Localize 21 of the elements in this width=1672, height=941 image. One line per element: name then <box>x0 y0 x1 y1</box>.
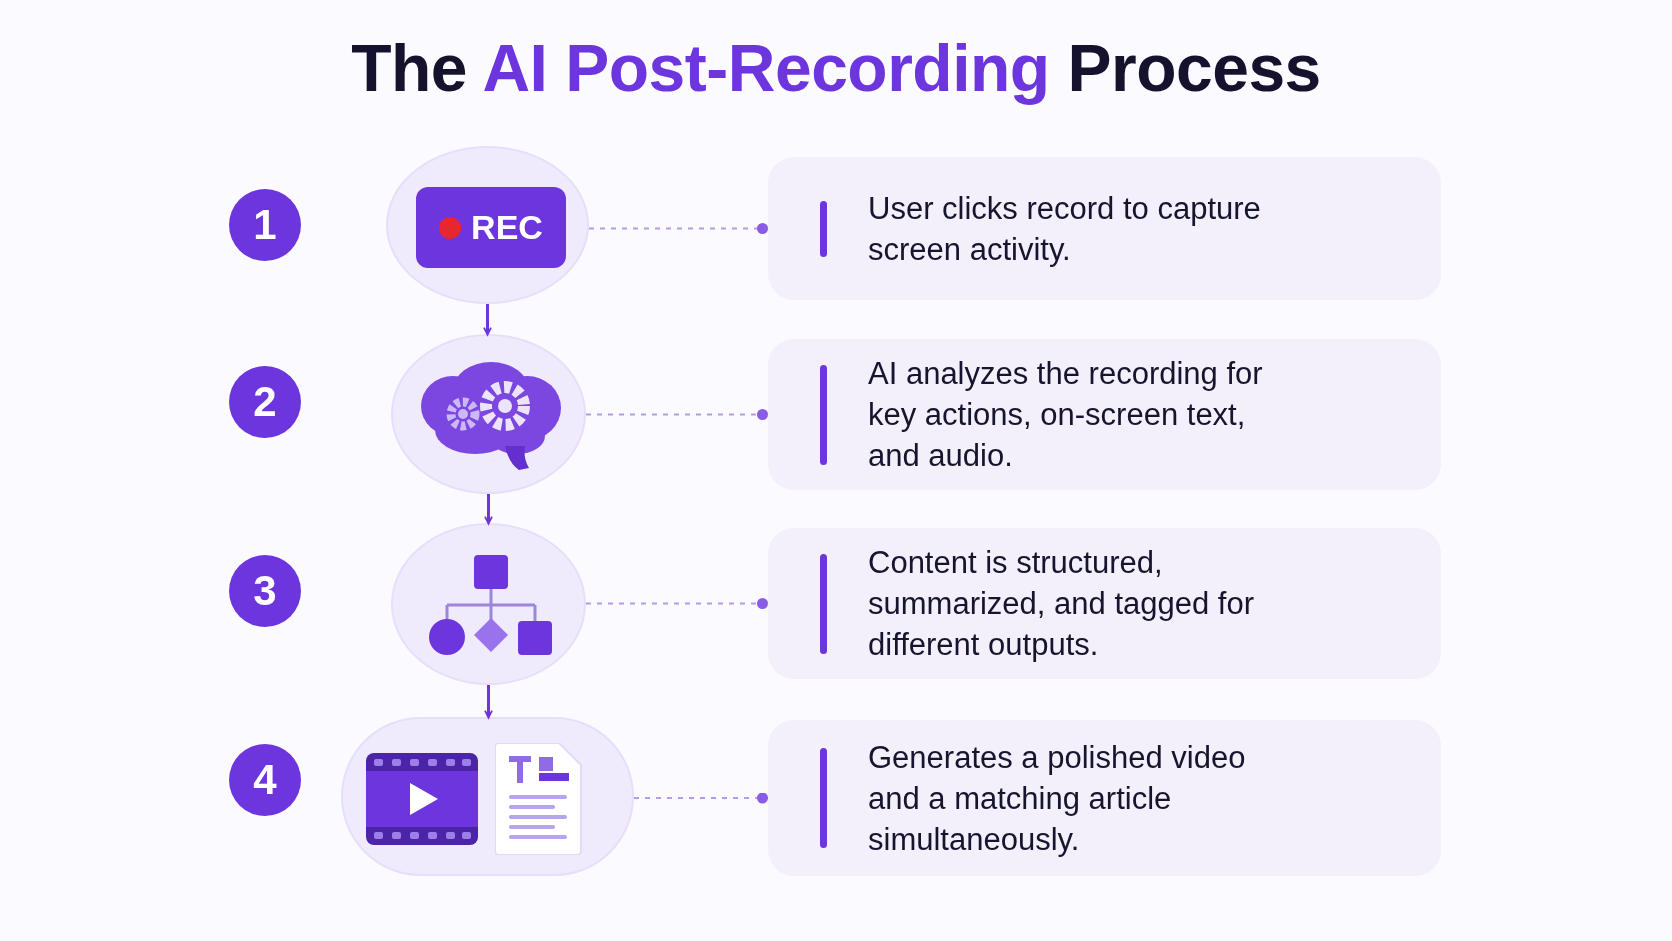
step-card <box>768 157 1441 300</box>
step-number: 4 <box>229 744 301 816</box>
dashed-connector <box>585 409 769 420</box>
step-number: 3 <box>229 555 301 627</box>
step-card <box>768 720 1441 876</box>
step-description: AI analyzes the recording for key actions, on-screen text, and audio. <box>868 355 1264 475</box>
step-number: 1 <box>229 189 301 261</box>
dashed-connector <box>585 598 769 609</box>
step-card <box>768 528 1441 679</box>
dashed-connector <box>588 223 769 234</box>
step-description: User clicks record to capture screen activity. <box>868 189 1262 269</box>
title: The AI Post-Recording Process <box>351 31 1321 105</box>
arrow <box>483 304 492 336</box>
dashed-connector <box>633 792 769 804</box>
step-description: Generates a polished video and a matching article simultaneously. <box>868 738 1247 859</box>
step-card <box>768 339 1441 490</box>
record-button: REC <box>416 187 566 268</box>
arrow <box>484 685 493 719</box>
step-description: Content is structured, summarized, and tagged for different outputs. <box>868 544 1255 664</box>
step-number: 2 <box>229 366 301 438</box>
arrow <box>484 494 493 525</box>
